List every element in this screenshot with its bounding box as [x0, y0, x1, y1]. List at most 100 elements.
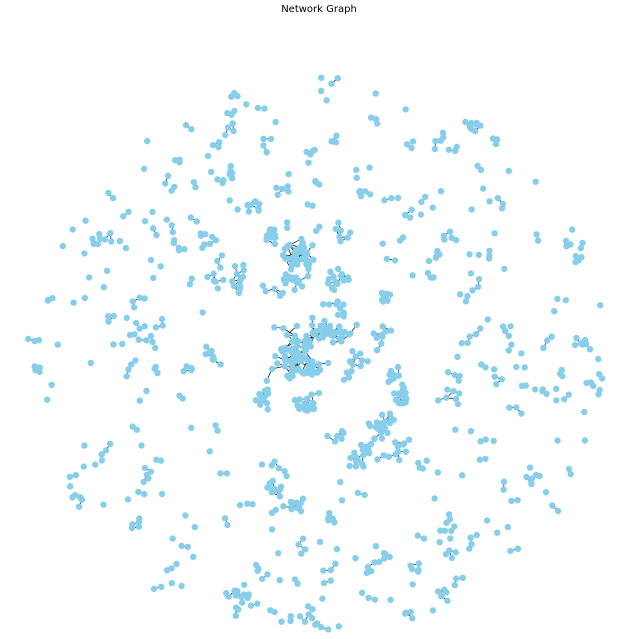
graph-node [143, 337, 150, 344]
graph-node [441, 527, 449, 535]
graph-node [230, 127, 237, 135]
graph-node [334, 75, 341, 82]
graph-node [288, 368, 296, 376]
graph-node [140, 165, 148, 173]
graph-node [325, 626, 332, 633]
graph-node [331, 438, 339, 445]
graph-node [467, 270, 475, 277]
graph-node [353, 166, 360, 174]
graph-node [333, 301, 340, 308]
graph-node [385, 291, 392, 298]
graph-node [333, 545, 341, 553]
graph-node [252, 198, 259, 205]
graph-node [499, 323, 507, 330]
graph-node [227, 167, 234, 175]
graph-node [308, 391, 315, 398]
graph-node [274, 191, 281, 198]
graph-node [268, 526, 276, 533]
graph-node [309, 314, 316, 321]
graph-node [372, 90, 379, 97]
graph-node [141, 295, 148, 302]
graph-node [282, 280, 289, 287]
graph-node [89, 235, 96, 242]
graph-node [209, 141, 217, 149]
graph-node [539, 386, 546, 393]
graph-node [378, 435, 386, 442]
graph-node [352, 353, 359, 360]
graph-node [395, 448, 402, 455]
graph-node [159, 322, 166, 329]
graph-node [147, 332, 155, 340]
graph-node [258, 575, 266, 583]
graph-node [337, 272, 345, 280]
graph-node [300, 244, 308, 251]
graph-node [124, 496, 132, 503]
graph-node [281, 468, 288, 475]
graph-node [386, 410, 394, 417]
graph-node [106, 440, 114, 447]
graph-node [264, 386, 271, 393]
graph-node [141, 323, 148, 330]
graph-node [319, 595, 326, 602]
graph-node [528, 475, 536, 482]
graph-node [144, 137, 151, 145]
graph-node [505, 347, 512, 354]
graph-node [317, 322, 324, 329]
graph-node [206, 448, 213, 455]
graph-node [597, 302, 604, 309]
graph-node [507, 323, 514, 330]
graph-node [301, 344, 308, 351]
graph-node [227, 162, 234, 170]
graph-node [455, 377, 462, 384]
graph-node [379, 333, 386, 340]
graph-node [352, 463, 360, 470]
graph-node [170, 239, 177, 247]
graph-node [284, 372, 291, 379]
graph-node [310, 329, 317, 336]
graph-node [298, 283, 306, 290]
graph-node [299, 535, 307, 542]
graph-node [298, 235, 305, 243]
graph-node [129, 298, 136, 305]
graph-node [484, 316, 491, 323]
graph-node [273, 184, 280, 191]
graph-node [475, 283, 482, 290]
graph-node [190, 179, 198, 186]
graph-node [293, 256, 300, 264]
graph-node [92, 461, 99, 468]
graph-node [284, 255, 291, 263]
graph-node [254, 567, 261, 574]
graph-node [402, 399, 409, 406]
graph-node [271, 240, 279, 248]
graph-node [561, 396, 568, 403]
graph-node [352, 554, 359, 562]
graph-node [483, 517, 491, 524]
graph-node [229, 120, 236, 127]
graph-node [402, 389, 409, 396]
graph-node [217, 361, 224, 368]
graph-node [216, 139, 223, 146]
graph-node [392, 439, 399, 446]
graph-node [305, 159, 312, 166]
graph-node [305, 265, 312, 273]
graph-node [391, 257, 399, 264]
graph-node [285, 346, 292, 354]
graph-node [310, 256, 317, 263]
graph-node [466, 251, 473, 258]
graph-node [314, 369, 321, 376]
graph-node [523, 473, 530, 481]
graph-node [168, 222, 175, 229]
graph-node [344, 234, 351, 241]
graph-node [473, 531, 480, 539]
graph-node [224, 124, 232, 131]
graph-node [136, 294, 143, 301]
graph-node [357, 350, 364, 357]
graph-node [183, 363, 190, 370]
graph-node [343, 369, 350, 376]
graph-node [395, 391, 403, 398]
graph-node [220, 176, 227, 184]
graph-node [254, 104, 262, 112]
graph-node [254, 600, 261, 607]
graph-node [104, 313, 112, 320]
graph-node [45, 296, 52, 304]
